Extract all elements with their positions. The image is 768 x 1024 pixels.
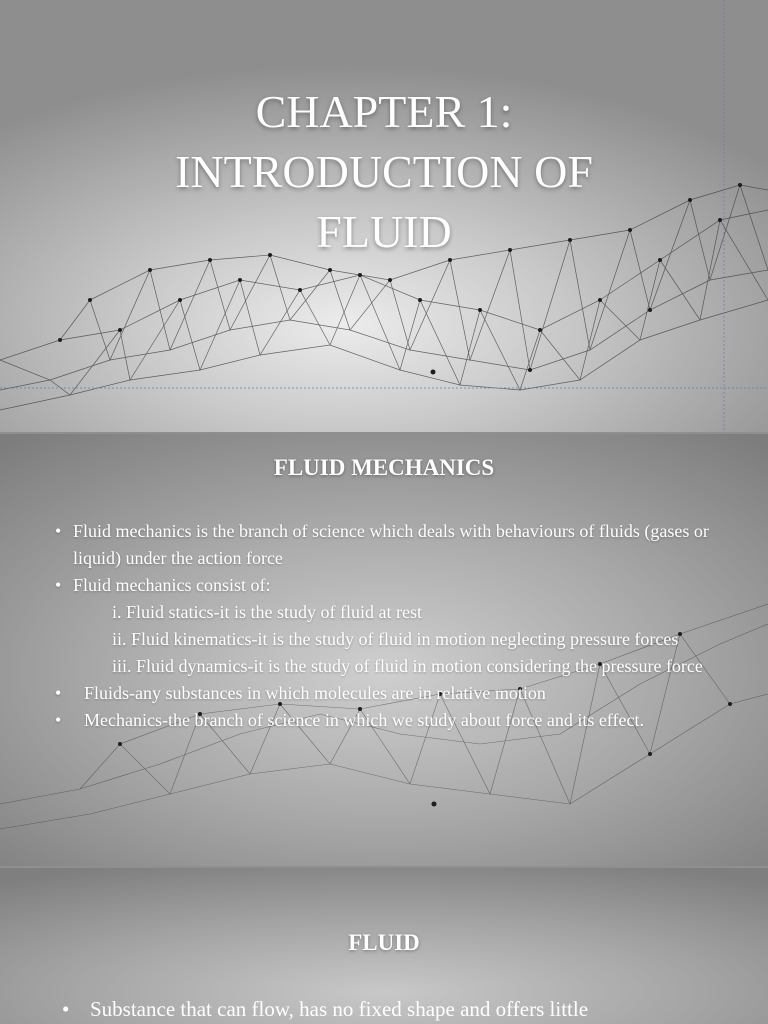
slide-fluid-mechanics [0, 434, 768, 866]
chapter-title: CHAPTER 1: INTRODUCTION OF FLUID [0, 82, 768, 262]
section-title: FLUID MECHANICS [273, 455, 495, 480]
chapter-title-line: CHAPTER 1: [255, 86, 513, 137]
bullet-list: Fluid mechanics is the branch of science… [55, 518, 715, 734]
list-item: Fluid mechanics consist of: [55, 572, 715, 599]
sub-list-item: ii. Fluid kinematics-it is the study of … [112, 629, 679, 649]
bullet-list: Substance that can flow, has no fixed sh… [62, 994, 742, 1024]
section-title: FLUID [348, 930, 420, 955]
sub-list-item: i. Fluid statics-it is the study of flui… [112, 602, 422, 622]
network-mesh-background [0, 0, 768, 432]
chapter-title-line: FLUID [316, 206, 452, 257]
list-item: Fluid mechanics is the branch of science… [55, 518, 715, 572]
chapter-title-line: INTRODUCTION OF [175, 146, 593, 197]
sub-list-item: iii. Fluid dynamics-it is the study of f… [112, 656, 703, 676]
list-item: Fluids-any substances in which molecules… [55, 680, 715, 707]
slide-title: CHAPTER 1: INTRODUCTION OF FLUID [0, 0, 768, 432]
list-item: Substance that can flow, has no fixed sh… [62, 994, 742, 1024]
list-item: Mechanics-the branch of science in which… [55, 707, 715, 734]
